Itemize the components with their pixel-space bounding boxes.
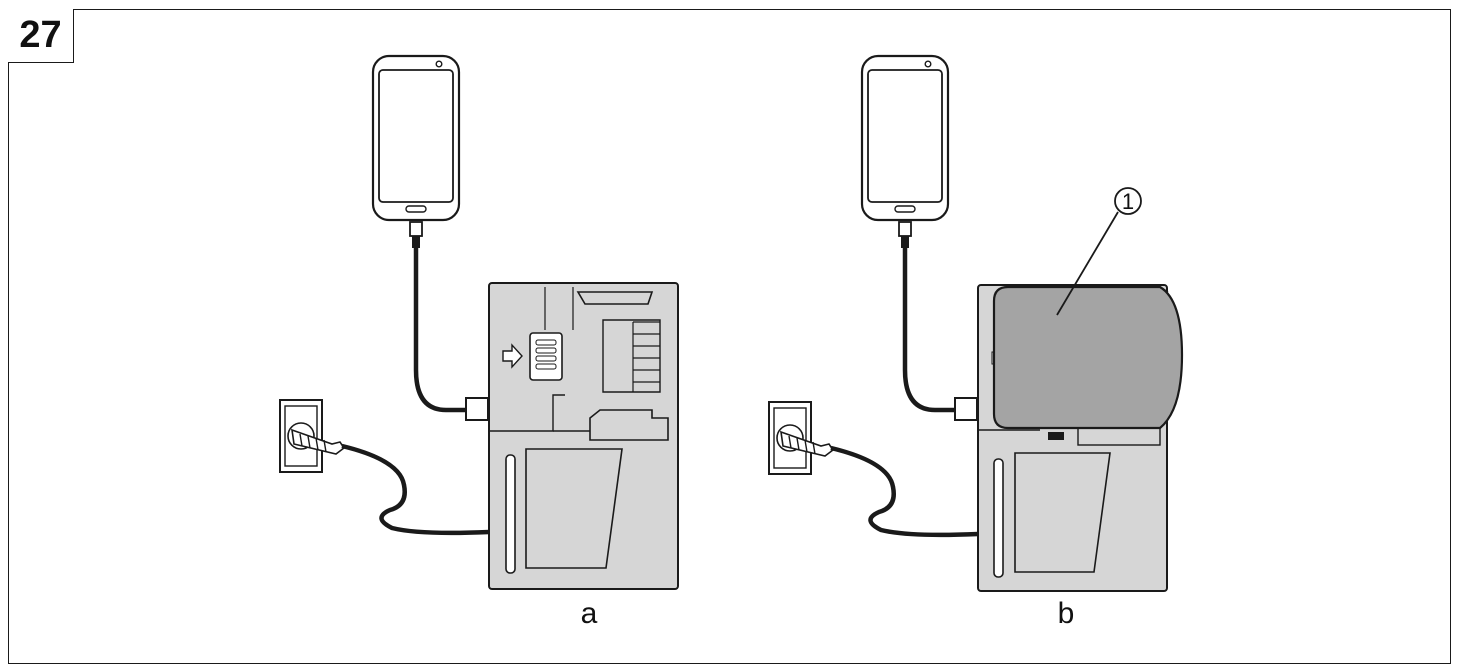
usb-plug-charger-b [954, 397, 978, 421]
figure-number: 27 [8, 9, 74, 63]
panel-a: a [279, 54, 679, 630]
charger-a [488, 282, 679, 590]
usb-plug-phone-a [409, 221, 423, 249]
callout-1: 1 [1056, 187, 1142, 316]
usb-plug-phone-b [898, 221, 912, 249]
smartphone-a [371, 54, 461, 222]
smartphone-b [860, 54, 950, 222]
figure-frame [8, 9, 1451, 664]
usb-cable-a [413, 248, 468, 413]
panel-label-a: a [581, 597, 598, 630]
callout-number: 1 [1122, 189, 1134, 214]
power-cable-a [341, 443, 490, 536]
panel-label-b: b [1058, 597, 1075, 630]
usb-plug-charger-a [465, 397, 489, 421]
panel-b: 1 b [768, 54, 1184, 630]
wall-socket-a [279, 399, 345, 473]
power-cable-b [830, 445, 979, 538]
battery-pack [992, 285, 1184, 430]
usb-cable-b [902, 248, 957, 413]
wall-socket-b [768, 401, 834, 475]
